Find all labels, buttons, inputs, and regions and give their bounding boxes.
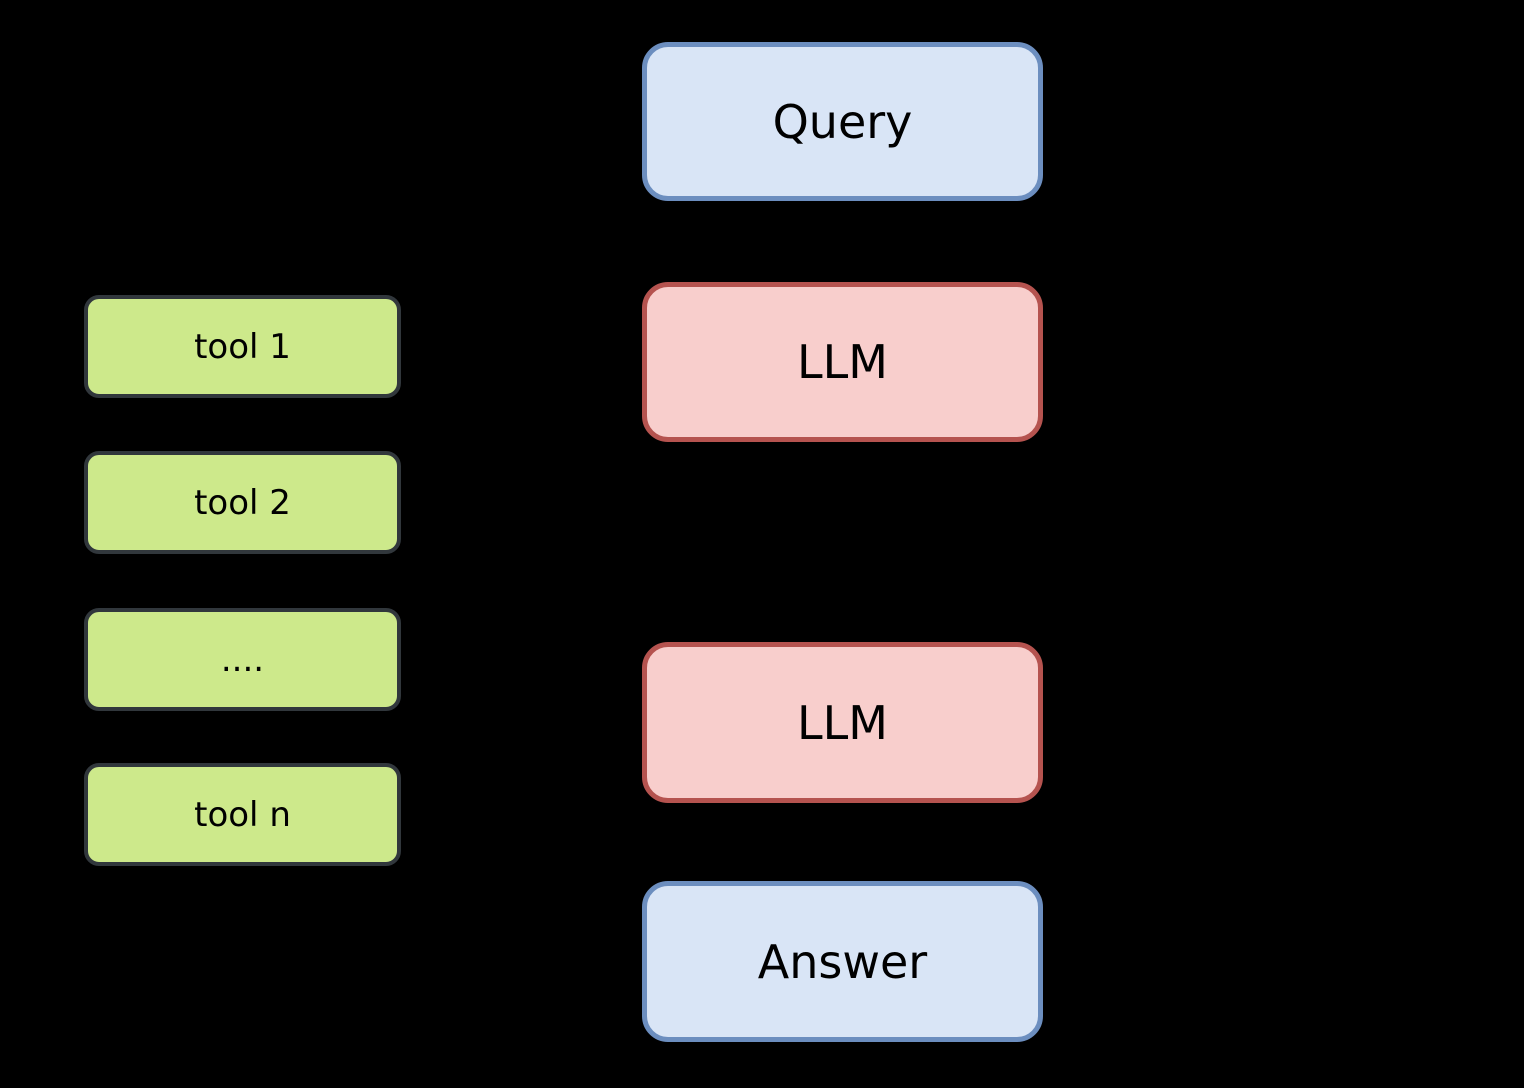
node-answer: Answer bbox=[642, 881, 1043, 1042]
node-tool-1-label: tool 1 bbox=[194, 326, 291, 367]
node-tool-1: tool 1 bbox=[84, 295, 401, 398]
node-tool-ellipsis-label: .... bbox=[220, 639, 265, 680]
node-tool-n: tool n bbox=[84, 763, 401, 866]
node-tool-ellipsis: .... bbox=[84, 608, 401, 711]
node-tool-n-label: tool n bbox=[194, 794, 291, 835]
node-query: Query bbox=[642, 42, 1043, 201]
node-tool-2-label: tool 2 bbox=[194, 482, 291, 523]
node-llm-top-label: LLM bbox=[797, 335, 888, 389]
node-query-label: Query bbox=[772, 94, 913, 149]
node-answer-label: Answer bbox=[757, 934, 928, 989]
node-llm-bottom-label: LLM bbox=[797, 695, 888, 750]
node-llm-top: LLM bbox=[642, 282, 1043, 442]
node-tool-2: tool 2 bbox=[84, 451, 401, 554]
node-llm-bottom: LLM bbox=[642, 642, 1043, 803]
